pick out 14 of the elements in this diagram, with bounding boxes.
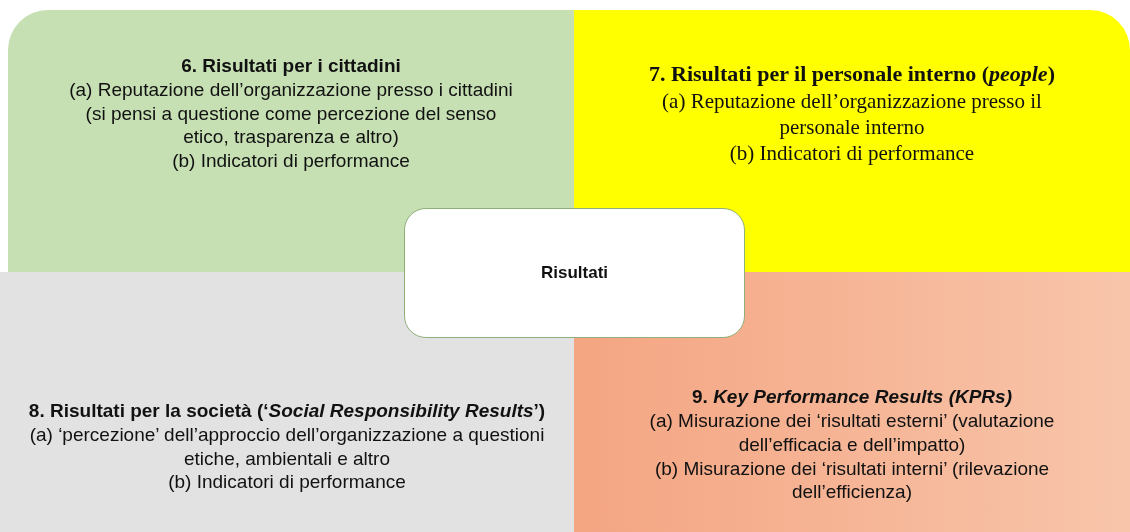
list-item: (a) ‘percezione’ dell’approccio dell’organizzazione a questioni etiche, ambientali e altro <box>28 422 546 471</box>
quadrant-heading: 8. Risultati per la società (‘Social Responsibility Results’) <box>28 399 546 423</box>
list-item: (a) Reputazione dell’organizzazione presso il personale interno <box>661 87 1043 140</box>
quadrant-heading: 9. Key Performance Results (KPRs) <box>692 385 1012 409</box>
list-item: (a) Misurazione dei ‘risultati esterni’ (valutazione dell’efficacia e dell’impatto) <box>648 409 1056 457</box>
list-item: (b) Indicatori di performance <box>168 470 406 494</box>
list-item: (b) Indicatori di performance <box>729 140 975 167</box>
list-item: (b) Indicatori di performance <box>172 149 410 173</box>
center-box <box>404 208 745 338</box>
list-item: (a) Reputazione dell’organizzazione presso i cittadini (si pensi a questione come percezione del senso etico, trasparenza e altro) <box>68 77 514 149</box>
list-item: (b) Misurazione dei ‘risultati interni’ (rilevazione dell’efficienza) <box>653 456 1051 504</box>
center-label: Risultati <box>540 262 609 284</box>
quadrant-heading: 6. Risultati per i cittadini <box>181 54 401 78</box>
quadrant-heading: 7. Risultati per il personale interno (people) <box>649 60 1055 88</box>
